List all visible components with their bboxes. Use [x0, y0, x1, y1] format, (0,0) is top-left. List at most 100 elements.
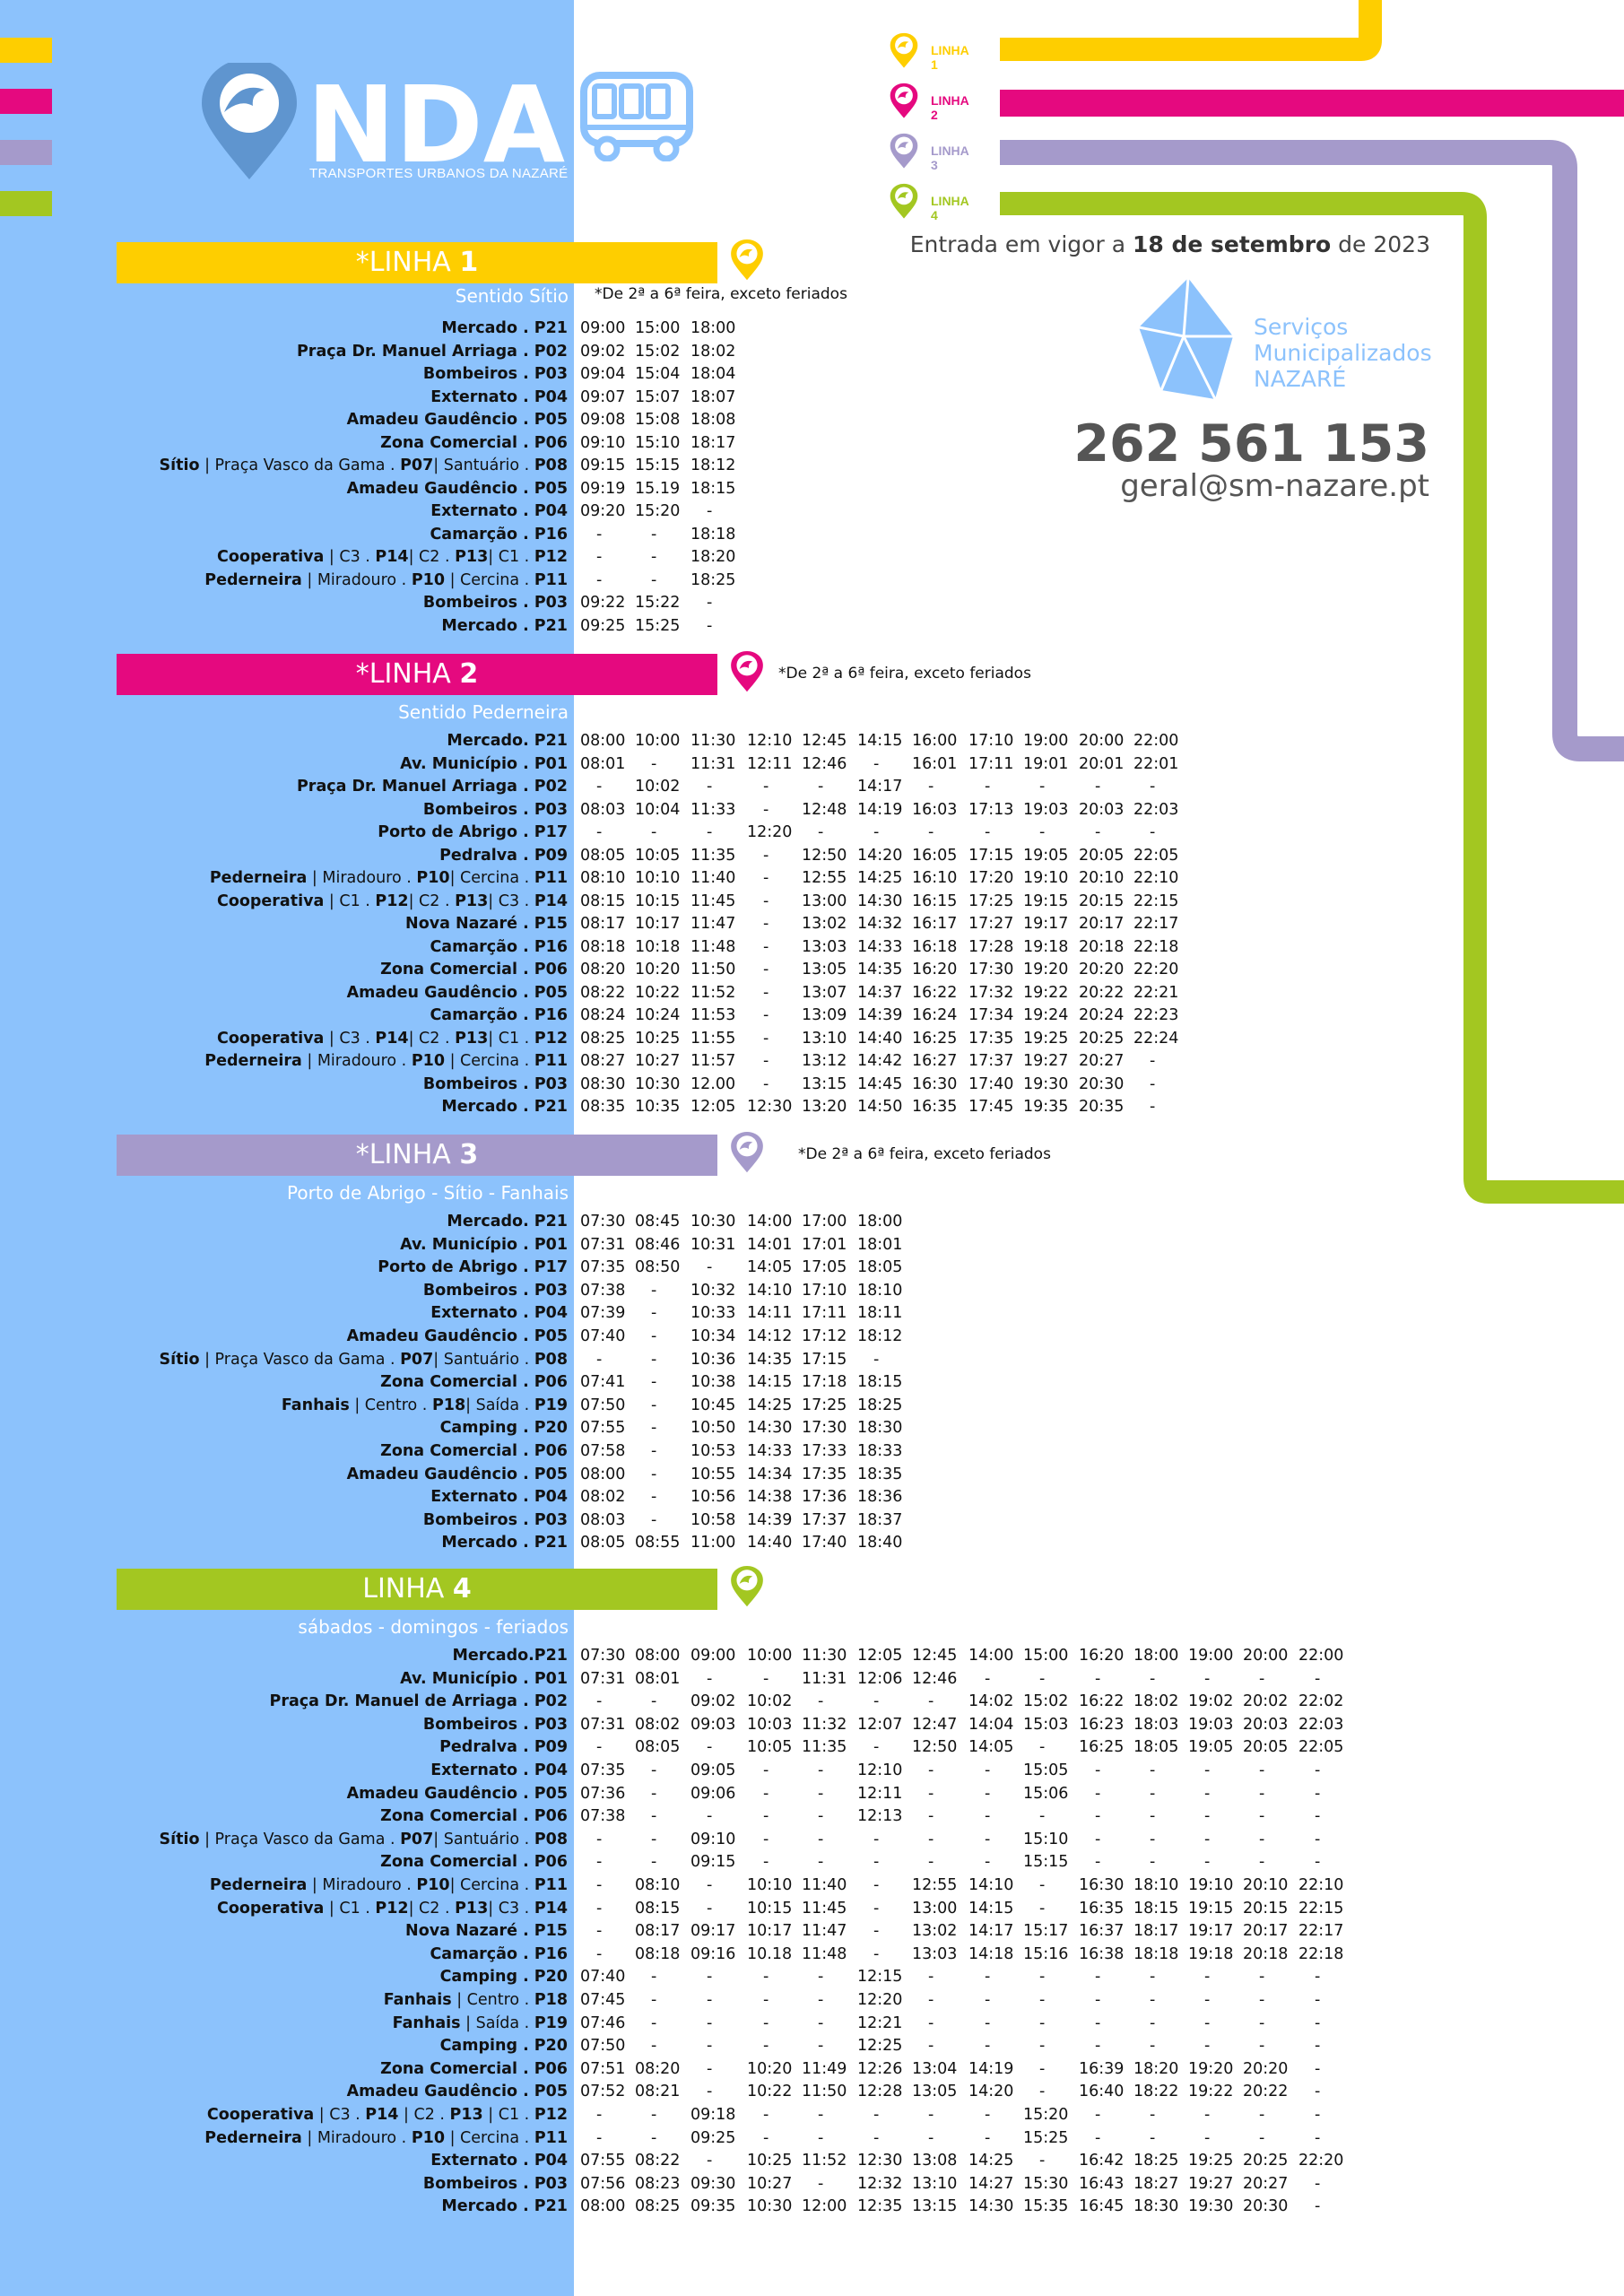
- departure-time: -: [1150, 1991, 1156, 2009]
- departure-time: 18:02: [690, 342, 736, 361]
- departure-time: 08:18: [580, 937, 626, 956]
- departure-time: -: [818, 1991, 824, 2009]
- stop-name-part: | Centro .: [451, 1991, 534, 2009]
- stop-name-part: Cooperativa: [217, 548, 325, 566]
- departure-time: 14:25: [968, 2152, 1014, 2170]
- departure-time: 14:40: [747, 1534, 793, 1552]
- departure-time: 14:27: [968, 2174, 1014, 2193]
- departure-time: 10:53: [690, 1442, 736, 1460]
- line-1-pin-icon: [731, 239, 763, 281]
- departure-time: 12:48: [802, 800, 847, 819]
- departure-time: 10:35: [635, 1098, 681, 1116]
- departure-time: 15:15: [635, 457, 681, 474]
- departure-time: -: [763, 937, 769, 956]
- departure-time: 11:48: [802, 1944, 847, 1963]
- departure-time: 14:33: [857, 937, 903, 956]
- departure-time: 17:28: [968, 937, 1014, 956]
- departure-time: 14:25: [857, 869, 903, 887]
- departure-time: 20:00: [1079, 732, 1125, 750]
- stop-name-part: | C1 .: [324, 891, 376, 910]
- contact-email[interactable]: geral@sm-nazare.pt: [1120, 468, 1429, 504]
- departure-time: 07:38: [580, 1807, 626, 1826]
- timetable-row: Cooperativa | C1 . P12| C2 . P13| C3 . P…: [0, 892, 1624, 915]
- stop-name: Pederneira | Miradouro . P10 | Cercina .…: [204, 1052, 568, 1070]
- departure-time: 14:19: [857, 800, 903, 819]
- stop-name-part: Camarção . P16: [430, 1944, 568, 1963]
- departure-time: -: [707, 2037, 713, 2056]
- departure-time: -: [1259, 2106, 1265, 2124]
- departure-time: -: [1259, 1761, 1265, 1779]
- departure-time: 09:06: [690, 1784, 736, 1803]
- departure-time: 20:24: [1079, 1006, 1125, 1024]
- stop-name-part: Mercado . P21: [441, 616, 568, 635]
- line-1-header: *LINHA 1: [117, 242, 717, 283]
- departure-time: 19:22: [1188, 2083, 1234, 2101]
- departure-time: 17:01: [802, 1235, 847, 1254]
- departure-time: 18:01: [857, 1235, 903, 1254]
- stop-name-part: P11: [534, 570, 568, 589]
- departure-time: 12:15: [857, 1968, 903, 1987]
- departure-time: 08:00: [580, 732, 626, 750]
- sm-nazare-name: Serviços Municipalizados NAZARÉ: [1254, 314, 1432, 392]
- departure-time: -: [763, 915, 769, 933]
- stop-name-part: Amadeu Gaudêncio . P05: [346, 1784, 568, 1803]
- departure-time: 11:35: [802, 1738, 847, 1757]
- departure-time: 10:18: [635, 937, 681, 956]
- sm-nazare-logo: [1138, 277, 1233, 400]
- departure-time: 10:10: [747, 1876, 793, 1894]
- departure-time: 12:50: [912, 1738, 958, 1757]
- departure-time: 20:03: [1079, 800, 1125, 819]
- departure-time: 10:17: [635, 915, 681, 933]
- stop-name-part: P19: [534, 2013, 568, 2032]
- departure-time: 11:50: [690, 961, 736, 978]
- departure-time: -: [1039, 1669, 1046, 1688]
- stop-name: Bombeiros . P03: [423, 2175, 568, 2193]
- departure-time: -: [1039, 1738, 1046, 1757]
- stop-name: Camarção . P16: [430, 938, 568, 956]
- departure-time: 08:25: [580, 1029, 626, 1048]
- departure-time: 20:25: [1079, 1029, 1125, 1048]
- departure-time: -: [985, 1807, 991, 1826]
- line-title-prefix: *LINHA: [355, 1139, 460, 1170]
- departure-time: 18:15: [1133, 1899, 1179, 1918]
- departure-time: -: [1150, 1968, 1156, 1987]
- departure-time: -: [1039, 1807, 1046, 1826]
- line-4-header: LINHA 4: [117, 1569, 717, 1610]
- departure-time: -: [1039, 1876, 1046, 1894]
- stop-name-part: P11: [534, 2128, 568, 2147]
- departure-time: 17:40: [968, 1074, 1014, 1093]
- departure-time: -: [596, 525, 603, 544]
- departure-time: -: [651, 1442, 657, 1460]
- departure-time: 22:24: [1133, 1029, 1179, 1048]
- timetable-row: Cooperativa | C3 . P14 | C2 . P13 | C1 .…: [0, 2106, 1624, 2128]
- stop-name-part: P19: [534, 1396, 568, 1414]
- departure-time: -: [1039, 1899, 1046, 1918]
- line-2-note: *De 2ª a 6ª feira, exceto feriados: [778, 665, 1031, 683]
- departure-time: 17:37: [968, 1052, 1014, 1070]
- departure-time: -: [818, 1968, 824, 1987]
- departure-time: 19:17: [1188, 1922, 1234, 1941]
- departure-time: 18:30: [1133, 2197, 1179, 2216]
- departure-time: 10:32: [690, 1281, 736, 1300]
- stop-name: Amadeu Gaudêncio . P05: [347, 2083, 568, 2100]
- line-3-pin-icon: [731, 1132, 763, 1173]
- departure-time: -: [928, 1807, 934, 1826]
- departure-time: -: [707, 1669, 713, 1688]
- departure-time: -: [873, 823, 880, 841]
- departure-time: -: [928, 1853, 934, 1872]
- departure-time: 15:25: [1023, 2128, 1069, 2147]
- departure-time: 20:17: [1243, 1922, 1289, 1941]
- stop-name-part: Mercado . P21: [441, 1534, 568, 1552]
- stop-name-part: P10: [411, 570, 445, 589]
- stop-name-part: Pederneira: [209, 1876, 308, 1894]
- departure-time: 18:15: [690, 479, 736, 498]
- departure-time: 08:20: [580, 961, 626, 978]
- departure-time: -: [1150, 2013, 1156, 2032]
